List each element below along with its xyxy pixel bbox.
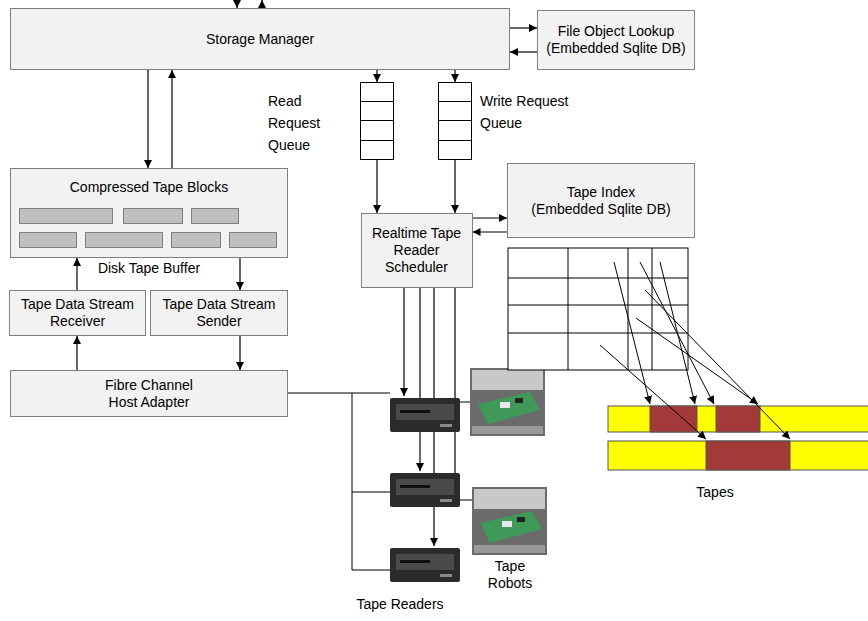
queue-cell	[360, 101, 394, 122]
node-subtitle: (Embedded Sqlite DB)	[546, 40, 685, 57]
figure-label: Tape Robots	[474, 558, 546, 592]
scheduler-box: Realtime Tape Reader Scheduler	[361, 213, 473, 288]
connector-arrow	[473, 231, 508, 232]
manager-box: Storage Manager	[10, 8, 510, 70]
connector-arrow	[454, 160, 455, 213]
index-pointers	[600, 262, 790, 439]
queue-cell	[360, 120, 394, 141]
connector-arrow	[147, 70, 148, 168]
database-box: Tape Index(Embedded Sqlite DB)	[507, 163, 695, 238]
request-queue: Read Request Queue	[360, 82, 394, 160]
node-title: Compressed Tape Blocks	[11, 179, 287, 196]
process-box: Fibre Channel Host Adapter	[10, 370, 288, 417]
tape-reader-icons	[390, 398, 460, 582]
process-box: Tape Data Stream Receiver	[9, 290, 146, 336]
connector-arrow	[76, 336, 77, 370]
figure-label: Tapes	[690, 484, 740, 501]
io-arrows	[237, 0, 262, 8]
queue-cell	[438, 140, 472, 161]
tape-block	[123, 208, 183, 224]
connector-arrow	[510, 51, 537, 52]
queue-cell	[438, 101, 472, 122]
connector-arrow	[376, 160, 377, 213]
node-title: Tape Data Stream Sender	[157, 296, 282, 330]
tape-block	[19, 208, 113, 224]
database-box: File Object Lookup(Embedded Sqlite DB)	[537, 10, 695, 70]
connector-arrow	[454, 70, 455, 82]
tape-block	[191, 208, 239, 224]
queue-cell	[360, 140, 394, 161]
fibre-wires	[288, 393, 390, 570]
queue-cell	[360, 82, 394, 102]
connector-arrow	[473, 217, 508, 218]
tape-block	[171, 232, 221, 248]
buffer-box: Compressed Tape BlocksDisk Tape Buffer	[10, 168, 288, 258]
connector-arrow	[510, 27, 537, 28]
node-subtitle: (Embedded Sqlite DB)	[531, 201, 670, 218]
connector-arrow	[239, 258, 240, 290]
node-title: Read Request Queue	[268, 90, 356, 156]
connector-arrow	[376, 70, 377, 82]
node-subtitle: Disk Tape Buffer	[11, 260, 287, 277]
tape-robot-images	[470, 368, 547, 555]
queue-cell	[438, 120, 472, 141]
request-queue: Write Request Queue	[438, 82, 472, 160]
tape-block	[19, 232, 77, 248]
node-title: File Object Lookup	[558, 23, 675, 40]
tape-block	[229, 232, 277, 248]
node-title: Realtime Tape Reader Scheduler	[367, 225, 467, 276]
node-title: Tape Index	[567, 184, 636, 201]
figure-label: Tape Readers	[350, 596, 450, 613]
queue-cell	[438, 82, 472, 102]
process-box: Tape Data Stream Sender	[150, 290, 288, 336]
node-title: Write Request Queue	[480, 90, 578, 134]
connector-arrow	[76, 258, 77, 290]
node-title: Fibre Channel Host Adapter	[94, 377, 204, 411]
connector-arrow	[239, 336, 240, 370]
node-title: Storage Manager	[206, 31, 314, 48]
tape-block	[85, 232, 163, 248]
tapes	[608, 406, 868, 470]
connector-arrow	[171, 70, 172, 168]
node-title: Tape Data Stream Receiver	[15, 296, 140, 330]
